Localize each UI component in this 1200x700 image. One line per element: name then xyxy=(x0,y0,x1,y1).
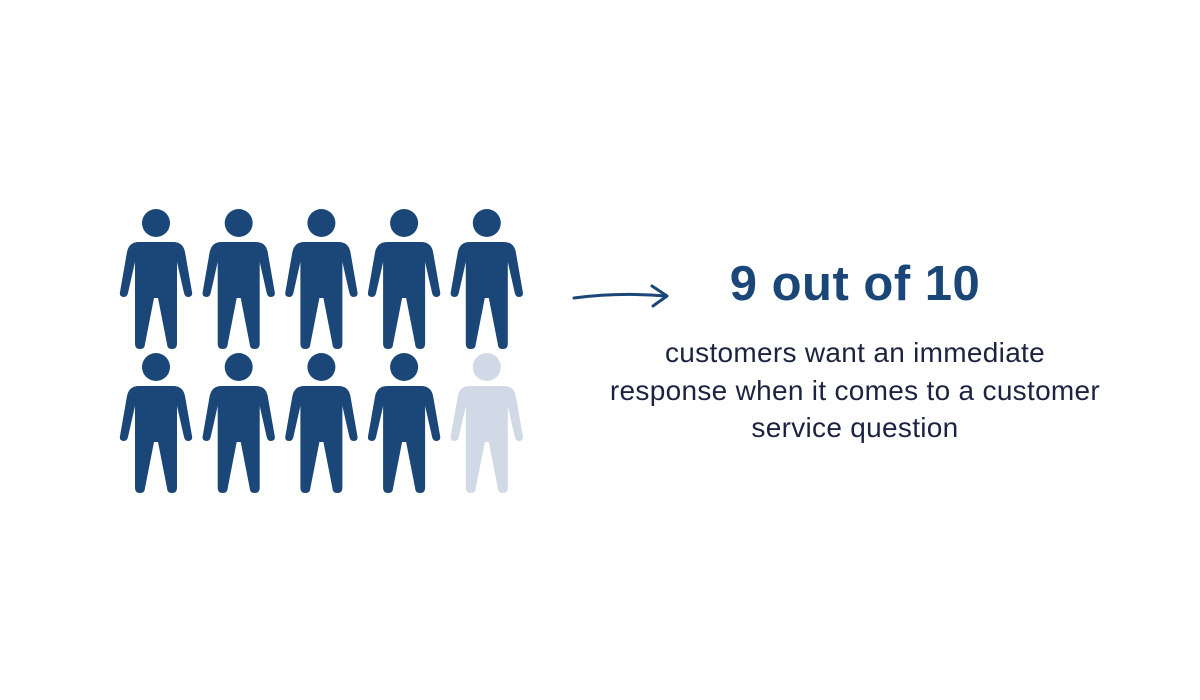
person-head xyxy=(390,209,419,237)
person-body xyxy=(285,242,358,349)
arrow-icon xyxy=(572,284,669,308)
person-icon-muted xyxy=(450,353,523,493)
person-icon-highlighted xyxy=(367,353,441,493)
person-head xyxy=(390,353,419,381)
headline-stat: 9 out of 10 xyxy=(729,257,981,311)
person-head xyxy=(307,353,336,381)
person-icon-highlighted xyxy=(202,353,275,493)
person-head xyxy=(142,353,170,381)
person-icon-highlighted xyxy=(285,353,358,493)
person-head xyxy=(224,209,253,237)
person-body xyxy=(450,242,523,349)
person-head xyxy=(224,353,253,381)
person-body xyxy=(285,386,358,493)
person-head xyxy=(307,209,336,237)
person-body xyxy=(202,386,275,493)
person-head xyxy=(472,209,501,237)
person-body xyxy=(119,242,193,349)
person-head xyxy=(142,209,170,237)
person-icon-highlighted xyxy=(119,353,193,493)
person-body xyxy=(367,242,441,349)
person-icon-highlighted xyxy=(450,209,523,349)
description-text: customers want an immediate response whe… xyxy=(609,337,1101,443)
person-icon-highlighted xyxy=(285,209,358,349)
person-body xyxy=(450,386,523,493)
person-body xyxy=(367,386,441,493)
person-body xyxy=(119,386,193,493)
person-icon-highlighted xyxy=(367,209,441,349)
person-icon-highlighted xyxy=(119,209,193,349)
person-body xyxy=(202,242,275,349)
person-icon-highlighted xyxy=(202,209,275,349)
person-head xyxy=(472,353,501,381)
